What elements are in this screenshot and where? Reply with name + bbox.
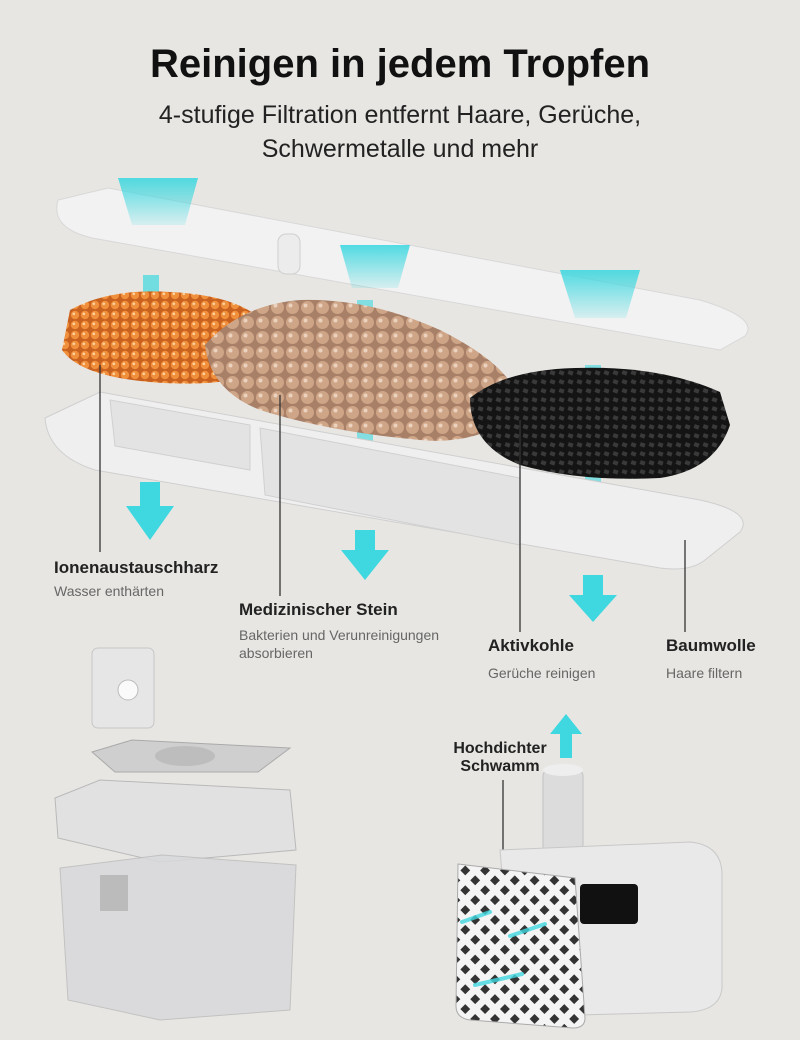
page-title: Reinigen in jedem Tropfen [149, 42, 651, 86]
pad-tab [277, 233, 301, 275]
pump-illustration [455, 714, 723, 1029]
layer-label-carbon: Aktivkohle Gerüche reinigen [488, 636, 595, 682]
fountain-illustration [54, 647, 297, 1021]
sponge-label-line: Schwamm [460, 758, 540, 775]
flow-beam [560, 270, 640, 318]
sponge-label-line: Hochdichter [453, 740, 547, 757]
layer-name: Ionenaustauschharz [54, 558, 219, 577]
layer-desc: Wasser enthärten [54, 583, 164, 599]
sponge-label: Hochdichter Schwamm [440, 740, 560, 776]
fountain-tank [59, 854, 297, 1021]
layer-label-cotton: Baumwolle Haare filtern [666, 636, 756, 682]
sponge-block [455, 863, 586, 1029]
page-subtitle: 4-stufige Filtration entfernt Haare, Ger… [0, 98, 800, 166]
subtitle-line: 4-stufige Filtration entfernt Haare, Ger… [158, 101, 642, 129]
layer-label-resin: Ionenaustauschharz Wasser enthärten [54, 558, 218, 600]
layer-label-stone: Medizinischer Stein Bakterien und Verunr… [239, 600, 439, 662]
up-arrow-icon [550, 714, 582, 758]
subtitle-line: Schwermetalle und mehr [261, 135, 539, 163]
layer-name: Aktivkohle [488, 636, 574, 655]
pump-outlet [542, 769, 584, 856]
down-arrow-icon [126, 482, 617, 622]
flow-beam [118, 178, 198, 225]
layer-desc: Haare filtern [666, 665, 743, 681]
fountain-lid [54, 779, 297, 863]
layer-desc: Gerüche reinigen [488, 665, 596, 681]
layer-name: Medizinischer Stein [239, 600, 398, 619]
layer-desc: absorbieren [239, 645, 313, 661]
flow-beam [340, 245, 410, 288]
carbon-layer [470, 367, 730, 479]
layer-name: Baumwolle [666, 636, 756, 655]
layer-desc: Bakterien und Verunreinigungen [239, 627, 440, 643]
stone-layer [205, 299, 515, 441]
